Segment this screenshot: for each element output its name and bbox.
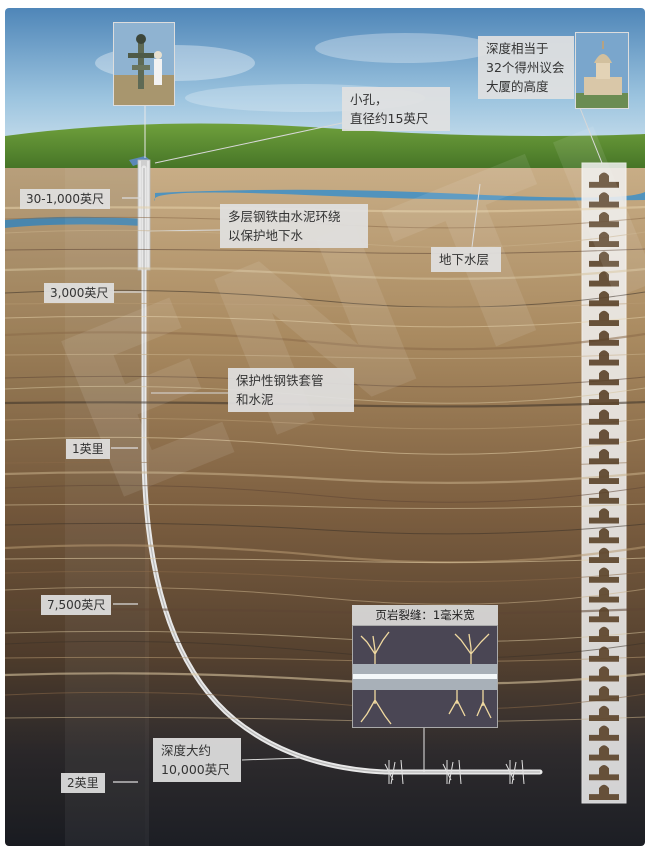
stratum-line bbox=[5, 640, 645, 659]
callout-capitol-line2: 32个得州议会 bbox=[486, 60, 565, 75]
callout-capitol-line1: 深度相当于 bbox=[486, 41, 549, 56]
capitol-silhouette bbox=[589, 290, 619, 307]
capitol-silhouette bbox=[589, 468, 619, 484]
capitol-silhouette bbox=[589, 527, 619, 544]
wellhead-photo bbox=[113, 22, 175, 106]
capitol-silhouette bbox=[589, 685, 619, 702]
capitol-silhouette bbox=[589, 705, 619, 721]
stratum-line bbox=[5, 716, 645, 722]
capitol-silhouette bbox=[589, 488, 619, 504]
fracture-inset bbox=[352, 625, 498, 728]
capitol-silhouette bbox=[589, 251, 619, 267]
callout-capitol-line3: 大厦的高度 bbox=[486, 79, 549, 94]
capitol-silhouette bbox=[589, 330, 619, 346]
callout-steel-layers-line1: 多层钢铁由水泥环绕 bbox=[228, 209, 341, 224]
depth-marker-2: 3,000英尺 bbox=[44, 283, 115, 303]
capitol-silhouette bbox=[589, 547, 619, 563]
aquifer-band bbox=[154, 189, 645, 201]
strata-lines bbox=[5, 205, 645, 722]
fracking-well-diagram: ENTI 小孔， 直径约15英尺 多层钢铁由水泥环绕 以保护地下水 地下水层 bbox=[5, 8, 645, 846]
grass-surface bbox=[5, 123, 645, 178]
callout-small-hole-line2: 直径约15英尺 bbox=[350, 111, 429, 126]
stratum-line bbox=[5, 656, 645, 662]
stratum-line bbox=[5, 353, 645, 359]
stratum-line bbox=[5, 630, 645, 643]
capitol-silhouette bbox=[589, 350, 619, 366]
capitol-silhouette bbox=[589, 389, 619, 405]
capitol-silhouette bbox=[589, 764, 619, 781]
capitol-photo bbox=[575, 32, 629, 109]
capitol-silhouette bbox=[589, 211, 619, 228]
capitol-silhouette bbox=[589, 725, 619, 741]
depth-ticks bbox=[111, 197, 142, 783]
capitol-silhouette bbox=[589, 429, 619, 445]
stratum-line bbox=[5, 248, 645, 254]
capitol-silhouette bbox=[589, 666, 619, 682]
stratum-line bbox=[5, 586, 645, 605]
capitol-silhouette bbox=[589, 369, 619, 386]
stratum-line bbox=[5, 484, 645, 503]
stratum-line bbox=[5, 544, 645, 564]
capitol-silhouette bbox=[589, 508, 619, 524]
capitol-silhouette bbox=[589, 784, 619, 800]
capitol-silhouette bbox=[589, 745, 619, 761]
depth-marker-3: 1英里 bbox=[66, 439, 110, 459]
callout-total-depth-line2: 10,000英尺 bbox=[161, 762, 230, 777]
capitol-silhouette bbox=[589, 409, 619, 425]
cross-section-scene bbox=[5, 8, 645, 846]
capitol-silhouette bbox=[589, 271, 619, 287]
callout-small-hole-line1: 小孔， bbox=[350, 92, 388, 107]
callout-total-depth: 深度大约 10,000英尺 bbox=[153, 738, 241, 782]
aquifer-left bbox=[5, 216, 145, 228]
capitol-silhouette bbox=[589, 172, 619, 188]
stratum-line bbox=[5, 557, 645, 563]
callout-small-hole: 小孔， 直径约15英尺 bbox=[342, 87, 450, 131]
capitol-silhouette bbox=[589, 567, 619, 583]
stratum-line bbox=[5, 302, 645, 308]
horizontal-fractures bbox=[384, 759, 525, 785]
fracture-roots bbox=[360, 631, 492, 725]
callout-casing: 保护性钢铁套管 和水泥 bbox=[228, 368, 354, 412]
inset-title: 页岩裂缝：1毫米宽 bbox=[352, 605, 498, 625]
capitol-silhouette bbox=[589, 192, 619, 208]
capitol-silhouette bbox=[589, 310, 619, 326]
stratum-line bbox=[5, 315, 645, 328]
stratum-line bbox=[5, 471, 645, 484]
callout-steel-layers: 多层钢铁由水泥环绕 以保护地下水 bbox=[220, 204, 368, 248]
capitol-silhouette bbox=[589, 231, 619, 247]
stratum-line bbox=[5, 522, 645, 535]
left-depth-panel bbox=[5, 168, 145, 846]
callout-capitol-compare: 深度相当于 32个得州议会 大厦的高度 bbox=[478, 36, 574, 99]
capitol-silhouette bbox=[589, 626, 619, 642]
callout-casing-line1: 保护性钢铁套管 bbox=[236, 373, 324, 388]
callout-total-depth-line1: 深度大约 bbox=[161, 743, 212, 758]
stratum-line bbox=[5, 691, 645, 710]
depth-marker-4: 7,500英尺 bbox=[41, 595, 112, 615]
callout-aquifer: 地下水层 bbox=[431, 247, 501, 272]
capitol-building-stack bbox=[589, 172, 619, 800]
stratum-line bbox=[5, 267, 645, 280]
stratum-line bbox=[5, 417, 645, 430]
capitol-silhouette bbox=[589, 646, 619, 662]
stratum-line bbox=[5, 503, 645, 509]
callout-steel-layers-line2: 以保护地下水 bbox=[228, 228, 304, 243]
capitol-silhouette bbox=[589, 606, 619, 623]
stratum-line bbox=[5, 436, 645, 455]
capitol-silhouette bbox=[589, 587, 619, 603]
stratum-line bbox=[5, 461, 645, 467]
callout-casing-line2: 和水泥 bbox=[236, 392, 274, 407]
capitol-silhouette bbox=[589, 448, 619, 465]
depth-marker-5: 2英里 bbox=[61, 773, 105, 793]
depth-marker-1: 30-1,000英尺 bbox=[20, 189, 110, 209]
stratum-line bbox=[5, 672, 645, 685]
stratum-line bbox=[5, 331, 645, 351]
stratum-line bbox=[5, 570, 645, 583]
